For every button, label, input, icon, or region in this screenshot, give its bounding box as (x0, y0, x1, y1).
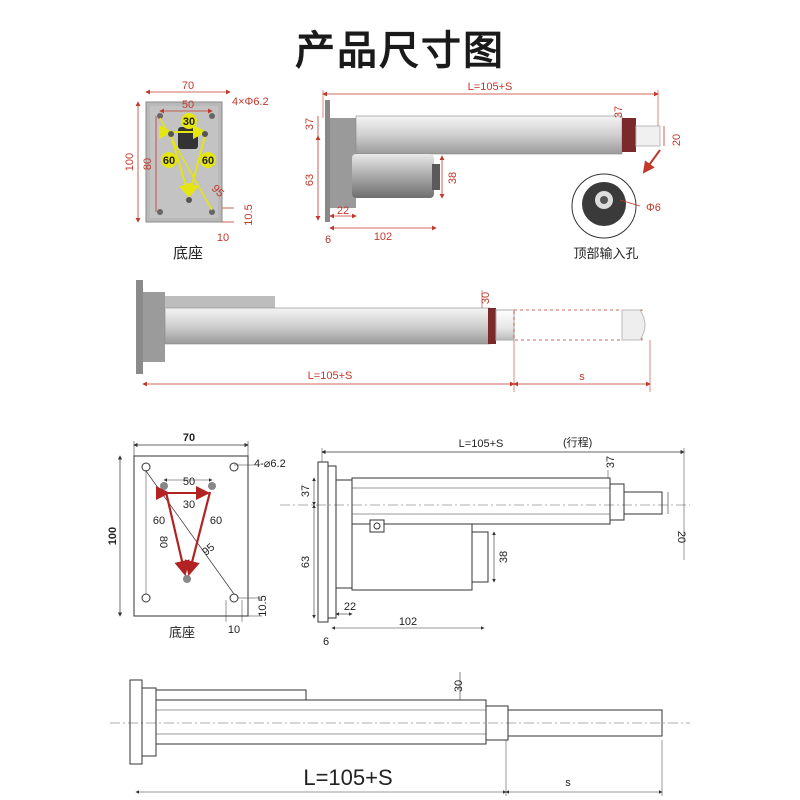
d-base-caption: 底座 (169, 625, 195, 641)
long-d30-label: 30 (480, 292, 492, 304)
d-h100-label: 100 (107, 527, 119, 545)
page-title: 产品尺寸图 (295, 28, 505, 74)
d-d6-label: 6 (323, 636, 329, 648)
d63-label: 63 (304, 174, 316, 186)
mount-plate-photo (136, 280, 143, 374)
long-stroke-label: s (579, 371, 585, 383)
d-d38-label: 38 (498, 551, 510, 563)
d-long-stroke-label: s (565, 777, 571, 789)
mount-hole-photo (209, 209, 215, 215)
hole-dia-label: Φ6 (646, 202, 661, 214)
d38-label: 38 (447, 172, 459, 184)
d-s60-right-label: 60 (210, 515, 222, 527)
side-length-label: L=105+S (468, 81, 513, 93)
d-s60-left-label: 60 (153, 515, 165, 527)
d-w70-label: 70 (183, 432, 195, 444)
drawing-side-view: L=105+S (行程) 37 37 63 20 38 22 102 6 (280, 436, 690, 648)
rod-drawing (623, 491, 663, 515)
d-w30-label: 30 (183, 499, 195, 511)
d-side-length-note: (行程) (563, 436, 592, 449)
actuator-body-photo (355, 115, 623, 155)
d-hole-spec-label: 4-⌀6.2 (254, 458, 286, 470)
mount-hole-photo (157, 113, 163, 119)
base-plate-drawing (133, 455, 249, 617)
drawing-long-view: 30 L=105+S s (110, 672, 690, 796)
drawing-base-view: 70 4-⌀6.2 50 30 60 60 95 100 80 10.5 10 … (107, 432, 286, 641)
mount-plate-drawing (317, 461, 329, 623)
d-side-length-label: L=105+S (459, 438, 504, 450)
photo-base-view: 30 60 60 95 70 50 4×Φ6.2 100 80 10.5 10 … (124, 80, 269, 262)
d-long-d30-label: 30 (453, 680, 465, 692)
stroke-extension-photo (513, 309, 643, 341)
d20-label: 20 (671, 134, 683, 146)
long-length-label: L=105+S (308, 370, 353, 382)
w30-label: 30 (183, 116, 195, 128)
photo-long-view: 30 L=105+S s (136, 280, 651, 392)
photo-side-view: L=105+S 37 37 20 63 38 22 102 6 Φ6 顶部输入孔 (304, 81, 683, 262)
hole-caption: 顶部输入孔 (573, 246, 638, 262)
e10-5-label: 10.5 (243, 204, 255, 225)
motor-photo (352, 154, 434, 198)
d-e10-label: 10 (228, 624, 240, 636)
d-d63-label: 63 (300, 556, 312, 568)
d-h80-label: 80 (157, 536, 169, 548)
mount-plate-long-drawing (129, 679, 143, 765)
w50-label: 50 (182, 99, 194, 111)
d-d22-label: 22 (344, 601, 356, 613)
hole-spec-label: 4×Φ6.2 (232, 96, 269, 108)
w70-label: 70 (182, 80, 194, 92)
motor-drawing (351, 523, 473, 591)
e10-label: 10 (217, 232, 229, 244)
d-w50-label: 50 (183, 476, 195, 488)
d-long-length-label: L=105+S (303, 765, 392, 790)
d6-label: 6 (325, 234, 331, 246)
s60-left-label: 60 (163, 155, 175, 167)
h100-label: 100 (124, 153, 136, 171)
actuator-body-drawing (351, 477, 611, 525)
d-d102-label: 102 (399, 616, 417, 628)
end-cap-photo (622, 118, 636, 152)
h80-label: 80 (142, 158, 154, 170)
actuator-body-long-photo (164, 307, 491, 345)
d37-top-label: 37 (613, 106, 625, 118)
d22-label: 22 (337, 205, 349, 217)
mount-hole-photo (209, 113, 215, 119)
d-d37-top-label: 37 (605, 456, 617, 468)
rod-photo (635, 125, 661, 147)
d-d20-label: 20 (675, 531, 687, 543)
mount-hole-photo (157, 209, 163, 215)
d37-label: 37 (304, 118, 316, 130)
d-e10-5-label: 10.5 (257, 595, 269, 616)
mount-plate-photo (325, 100, 330, 222)
s60-right-label: 60 (202, 155, 214, 167)
d-d37-label: 37 (300, 485, 312, 497)
d102-label: 102 (374, 231, 392, 243)
base-caption: 底座 (173, 244, 203, 262)
actuator-body-long-drawing (155, 699, 487, 745)
